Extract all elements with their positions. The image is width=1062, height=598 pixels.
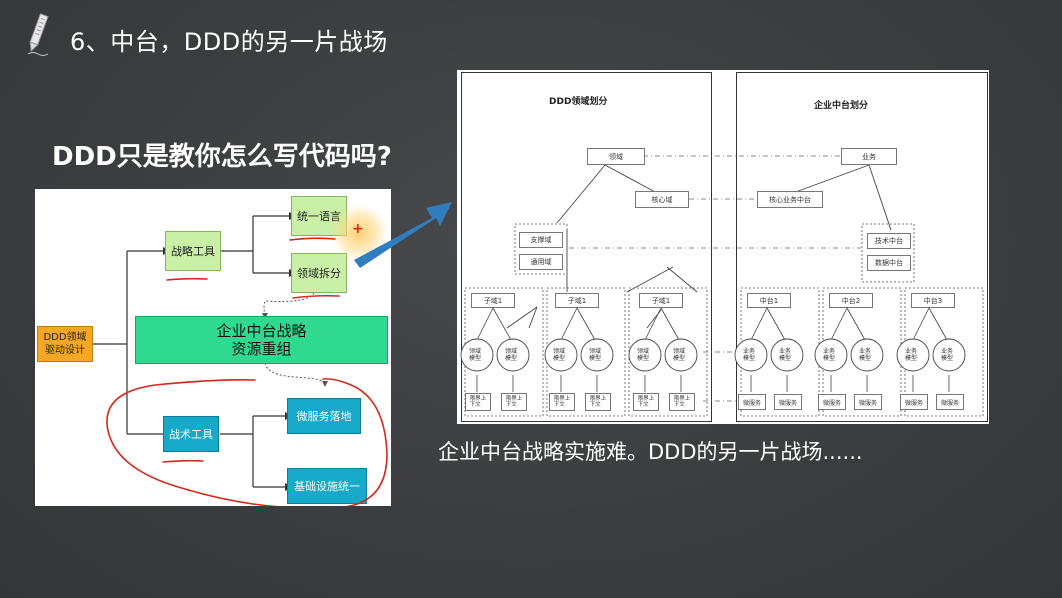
microservice-node: 微服务 (936, 394, 964, 410)
bounded-context-box: 限界上 下文 (501, 393, 527, 411)
plus-mark: + (352, 221, 364, 237)
pencil-icon (22, 12, 52, 62)
subdomain-node: 子域1 (639, 293, 683, 308)
bounded-context-label: 限界上 下文 (505, 395, 523, 409)
strategy-tool-label: 战略工具 (171, 245, 215, 258)
domain-model-label: 领域 模型 (469, 348, 482, 362)
red-annotations (106, 237, 388, 506)
bounded-context-label: 限界上 下文 (469, 395, 487, 409)
subdomain-node: 子域1 (555, 293, 599, 308)
center-node: 中台2 (829, 293, 873, 308)
caption-text: 企业中台战略实施难。DDD的另一片战场...... (438, 440, 863, 464)
microservice-node: 微服务 (854, 394, 882, 410)
center-panel (736, 72, 988, 422)
microservice-node: 微服务 (738, 394, 766, 410)
enterprise-center-label: 企业中台战略 资源重组 (216, 322, 307, 358)
core-domain-node: 核心域 (635, 191, 689, 208)
domain-center-diagram: DDD领域划分 企业中台划分 (457, 70, 989, 424)
ddd-panel (461, 72, 712, 422)
business-node: 业务 (841, 148, 897, 165)
domain-model-label: 领域 模型 (505, 348, 518, 362)
support-domain-node: 支撑域 (519, 232, 563, 248)
business-model-label: 业务 模型 (941, 348, 954, 362)
slide-title: 6、中台，DDD的另一片战场 (70, 28, 388, 56)
center-node: 中台1 (747, 293, 791, 308)
infrastructure-label: 基础设施统一 (294, 480, 360, 493)
bounded-context-label: 限界上 下文 (589, 395, 607, 409)
strategy-tool-box: 战略工具 (165, 231, 221, 271)
bounded-context-box: 限界上 下文 (585, 393, 611, 411)
core-business-center-node: 核心业务中台 (757, 191, 823, 208)
bounded-context-box: 限界上 下文 (465, 393, 491, 411)
business-model-label: 业务 模型 (743, 348, 756, 362)
domain-model-label: 领域 模型 (553, 348, 566, 362)
domain-model-label: 领域 模型 (637, 348, 650, 362)
domain-node: 领域 (587, 148, 645, 165)
domain-split-box: 领域拆分 (291, 253, 347, 293)
tech-center-node: 技术中台 (867, 233, 911, 249)
bounded-context-box: 限界上 下文 (669, 393, 695, 411)
ddd-tools-diagram: DDD领域 驱动设计 战略工具 统一语言 领域拆分 企业中台战略 资源重组 战术… (35, 189, 391, 506)
domain-model-label: 领域 模型 (589, 348, 602, 362)
domain-split-label: 领域拆分 (297, 267, 341, 280)
microservice-node: 微服务 (818, 394, 846, 410)
center-panel-title: 企业中台划分 (814, 101, 869, 111)
unified-language-label: 统一语言 (297, 210, 341, 223)
ddd-root-label: DDD领域 驱动设计 (43, 332, 87, 356)
bounded-context-box: 限界上 下文 (549, 393, 575, 411)
center-node: 中台3 (911, 293, 955, 308)
subdomain-node: 子域1 (471, 293, 515, 308)
bounded-context-label: 限界上 下文 (553, 395, 571, 409)
enterprise-center-box: 企业中台战略 资源重组 (135, 316, 388, 364)
tactical-tool-label: 战术工具 (169, 428, 213, 441)
microservice-node: 微服务 (900, 394, 928, 410)
domain-model-label: 领域 模型 (673, 348, 686, 362)
data-center-node: 数据中台 (867, 255, 911, 271)
right-connectors (460, 155, 984, 417)
bounded-context-label: 限界上 下文 (637, 395, 655, 409)
ddd-panel-title: DDD领域划分 (549, 97, 608, 107)
business-model-label: 业务 模型 (905, 348, 918, 362)
blue-arrow (354, 202, 452, 268)
ddd-root-box: DDD领域 驱动设计 (37, 326, 93, 362)
tactical-tool-box: 战术工具 (163, 416, 219, 452)
microservice-label: 微服务落地 (296, 410, 352, 423)
business-model-label: 业务 模型 (779, 348, 792, 362)
microservice-node: 微服务 (774, 394, 802, 410)
infrastructure-box: 基础设施统一 (287, 468, 367, 504)
bounded-context-label: 限界上 下文 (673, 395, 691, 409)
business-model-label: 业务 模型 (823, 348, 836, 362)
microservice-box: 微服务落地 (287, 398, 361, 434)
business-model-label: 业务 模型 (859, 348, 872, 362)
generic-domain-node: 通用域 (519, 254, 563, 270)
question-heading: DDD只是教你怎么写代码吗? (52, 142, 392, 172)
bounded-context-box: 限界上 下文 (633, 393, 659, 411)
